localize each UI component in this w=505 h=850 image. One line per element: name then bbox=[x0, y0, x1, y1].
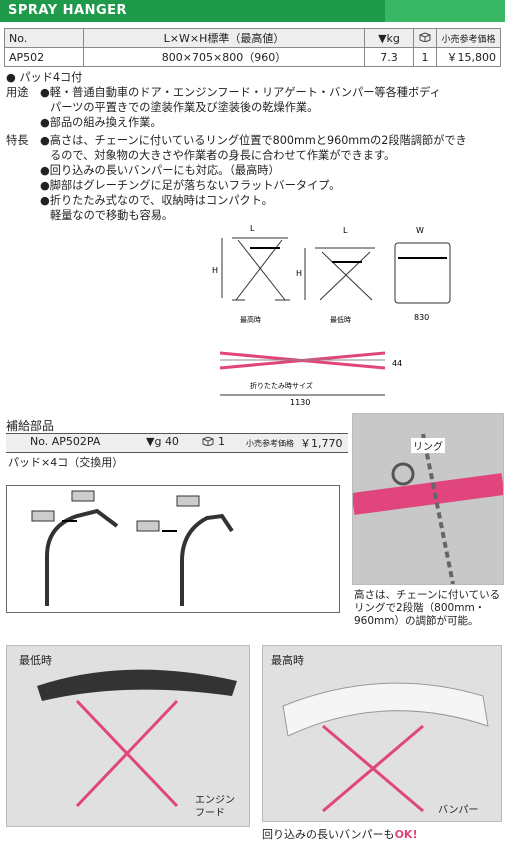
photo-lowest-drawing bbox=[7, 646, 249, 826]
ring-caption: 960mm）の調節が可能。 bbox=[354, 615, 479, 627]
parts-desc: パッド×4コ（交換用） bbox=[8, 456, 124, 469]
parts-price-label: 小売参考価格 bbox=[246, 439, 294, 448]
photo-highest-label: 最高時 bbox=[271, 654, 304, 667]
header-no: No. bbox=[4, 28, 84, 48]
diagram-max-height bbox=[221, 237, 290, 301]
parts-qty: 1 bbox=[218, 435, 225, 448]
ring-caption: リングで2段階（800mm・ bbox=[354, 602, 486, 614]
ring-photo: リング bbox=[352, 413, 504, 585]
diagram-min-label: 最低時 bbox=[330, 315, 351, 324]
pad-install-illustration bbox=[6, 485, 340, 613]
diagram-folded-1130: 1130 bbox=[290, 398, 310, 407]
parts-price: ￥1,770 bbox=[300, 437, 343, 450]
cell-dims: 800×705×800（960） bbox=[83, 47, 365, 67]
pad-install-drawing bbox=[31, 490, 234, 606]
parts-qty-box bbox=[202, 436, 214, 449]
feature-line: 軽量なので移動も容易。 bbox=[50, 209, 174, 222]
feature-line: るので、対象物の大きさや作業者の身長に合わせて作業ができます。 bbox=[50, 149, 396, 162]
parts-row bbox=[6, 433, 348, 453]
header-accent bbox=[385, 0, 505, 22]
header-weight: ▼kg bbox=[364, 28, 414, 48]
photo-lowest: 最低時 エンジン フード bbox=[6, 645, 250, 827]
photo-lowest-sub: フード bbox=[195, 808, 225, 819]
use-label: 用途 bbox=[6, 86, 29, 99]
feature-line: ●折りたたみ式なので、収納時はコンパクト。 bbox=[40, 194, 273, 207]
technical-diagrams: L H 最高時 L H 最低時 W 830 44 折りたたみ時サイズ 1130 bbox=[212, 224, 451, 407]
ring-caption: 高さは、チェーンに付いている bbox=[354, 589, 501, 601]
header-dims: L×W×H標準（最高値） bbox=[83, 28, 365, 48]
parts-no: No. AP502PA bbox=[30, 435, 101, 448]
diagram-width-830: 830 bbox=[414, 313, 429, 322]
parts-title: 補給部品 bbox=[6, 419, 55, 433]
cell-price: ￥15,800 bbox=[436, 47, 501, 67]
use-line: パーツの平置きでの塗装作業及び塗装後の乾燥作業。 bbox=[50, 101, 319, 114]
bottom-caption: 回り込みの長いバンパーもOK! bbox=[262, 826, 417, 842]
ring-photo-drawing bbox=[353, 414, 503, 584]
feature-label: 特長 bbox=[6, 134, 29, 147]
pad-note: ● パッド4コ付 bbox=[6, 71, 83, 84]
use-line: ●部品の組み換え作業。 bbox=[40, 116, 162, 129]
diagram-folded-label: 折りたたみ時サイズ bbox=[250, 381, 313, 390]
cell-no: AP502 bbox=[4, 47, 84, 67]
photo-highest: 最高時 バンパー bbox=[262, 645, 502, 822]
spec-table: No. L×W×H標準（最高値） ▼kg 小売参考価格 AP502 800×70… bbox=[4, 28, 501, 67]
spec-row: AP502 800×705×800（960） 7.3 1 ￥15,800 bbox=[4, 47, 501, 67]
bottom-caption-main: 回り込みの長いバンパーも bbox=[262, 828, 395, 841]
photo-highest-drawing bbox=[263, 646, 501, 821]
diagram-min-height bbox=[304, 247, 375, 301]
cell-weight: 7.3 bbox=[364, 47, 414, 67]
diagram-max-label: 最高時 bbox=[240, 315, 261, 324]
diagram-l-label: L bbox=[343, 226, 348, 235]
feature-line: ●脚部はグレーチングに足が落ちないフラットバータイプ。 bbox=[40, 179, 341, 192]
photo-lowest-sub: エンジン bbox=[195, 795, 235, 806]
ring-label: リング bbox=[411, 438, 445, 453]
header-price: 小売参考価格 bbox=[436, 28, 501, 48]
diagram-folded-44: 44 bbox=[392, 359, 402, 368]
spec-header-row: No. L×W×H標準（最高値） ▼kg 小売参考価格 bbox=[4, 28, 501, 48]
header-qty bbox=[413, 28, 437, 48]
diagram-h-label: H bbox=[212, 266, 218, 275]
page-title: SPRAY HANGER bbox=[8, 3, 128, 18]
cell-qty: 1 bbox=[413, 47, 437, 67]
photo-lowest-label: 最低時 bbox=[19, 654, 52, 667]
use-line: ●軽・普通自動車のドア・エンジンフード・リアゲート・バンパー等各種ボディ bbox=[40, 86, 441, 99]
diagram-w-label: W bbox=[416, 226, 424, 235]
feature-line: ●回り込みの長いバンパーにも対応。（最高時） bbox=[40, 164, 280, 177]
header-bar: SPRAY HANGER bbox=[0, 0, 505, 22]
diagram-h-label: H bbox=[296, 269, 302, 278]
box-icon bbox=[202, 436, 214, 447]
diagram-l-label: L bbox=[250, 224, 255, 233]
bottom-caption-ok: OK! bbox=[394, 828, 418, 841]
photo-highest-sub: バンパー bbox=[438, 805, 479, 816]
feature-line: ●高さは、チェーンに付いているリング位置で800mmと960mmの2段階調節がで… bbox=[40, 134, 467, 147]
diagram-folded bbox=[219, 351, 386, 370]
diagram-front-view bbox=[394, 242, 451, 304]
parts-weight: ▼g 40 bbox=[146, 435, 179, 448]
box-icon bbox=[419, 31, 431, 43]
